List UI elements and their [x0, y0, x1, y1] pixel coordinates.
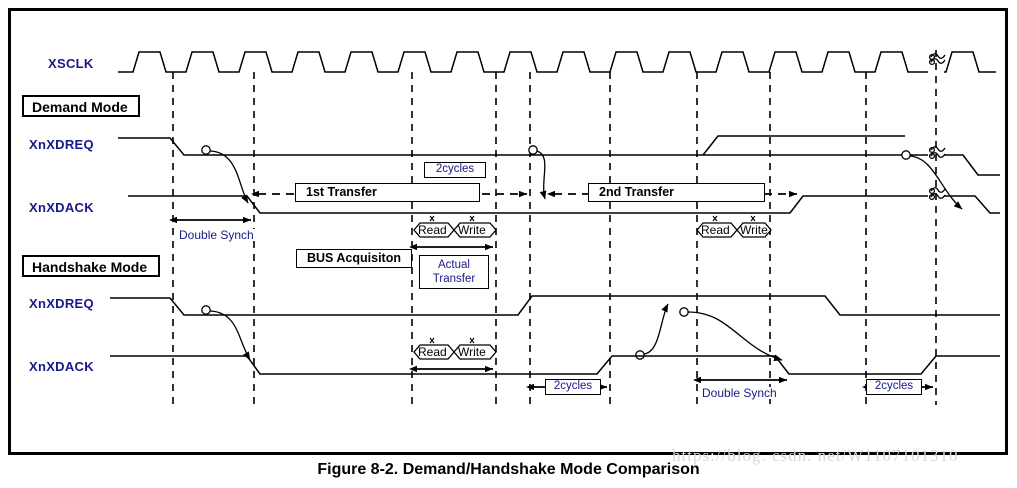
demand-xnxdack-waveform — [128, 195, 1000, 214]
handshake-causality-arrow-3 — [679, 307, 783, 362]
demand-xnxdreq-rise — [702, 135, 905, 156]
signal-label-handshake-xnxdack: XnXDACK — [29, 359, 94, 374]
handshake-bus-phase — [413, 344, 497, 360]
bus-word-write-handshake: Write — [458, 345, 486, 359]
annotation-second-transfer: 2nd Transfer — [588, 183, 765, 202]
demand-xnxdreq-break-symbol — [928, 146, 946, 160]
handshake-xnxdack-waveform — [110, 355, 1000, 375]
bus-word-write-demand-2: Write — [740, 223, 768, 237]
annotation-first-transfer: 1st Transfer — [295, 183, 480, 202]
demand-bus-phase-1 — [413, 222, 497, 238]
mode-box-demand: Demand Mode — [22, 95, 140, 117]
handshake-bus-phase-ticks — [429, 337, 475, 344]
demand-bus-phase-2 — [696, 222, 772, 238]
signal-label-demand-xnxdreq: XnXDREQ — [29, 137, 94, 152]
annotation-double-synch-handshake: Double Synch — [700, 386, 779, 400]
demand-xnxdreq-waveform — [118, 137, 1000, 176]
demand-bus-phase-1-ticks — [429, 215, 475, 222]
demand-bus-phase-2-ticks — [712, 215, 756, 222]
mode-box-handshake: Handshake Mode — [22, 255, 160, 277]
demand-causality-arrow-1 — [201, 145, 249, 204]
actual-transfer-line-2: Transfer — [432, 273, 476, 285]
handshake-xnxdreq-waveform — [110, 295, 1000, 316]
annotation-bus-acquisition: BUS Acquisiton — [296, 249, 412, 268]
handshake-causality-arrow-1 — [201, 305, 251, 361]
annotation-two-cycles-handshake-left: 2cycles — [545, 379, 601, 395]
demand-causality-arrow-2 — [528, 145, 547, 200]
handshake-causality-arrow-2 — [635, 303, 669, 360]
annotation-actual-transfer: Actual Transfer — [419, 255, 489, 289]
signal-label-xsclk: XSCLK — [48, 56, 94, 71]
signal-label-demand-xnxdack: XnXDACK — [29, 200, 94, 215]
figure-border — [8, 8, 1008, 455]
clock-break-symbol — [928, 53, 946, 66]
bus-word-read-demand-1: Read — [418, 223, 447, 237]
xsclk-waveform — [118, 51, 996, 73]
signal-label-handshake-xnxdreq: XnXDREQ — [29, 296, 94, 311]
demand-xnxdack-break-symbol — [928, 187, 946, 201]
figure-caption: Figure 8-2. Demand/Handshake Mode Compar… — [317, 461, 700, 478]
grid-dashed-lines — [172, 50, 937, 405]
annotation-two-cycles-demand: 2cycles — [424, 162, 486, 178]
annotation-two-cycles-handshake-right: 2cycles — [866, 379, 922, 395]
annotation-double-synch-demand: Double Synch — [177, 228, 256, 242]
actual-transfer-line-1: Actual — [438, 258, 470, 271]
bus-word-write-demand-1: Write — [458, 223, 486, 237]
demand-causality-arrow-3 — [901, 150, 963, 210]
bus-word-read-handshake: Read — [418, 345, 447, 359]
bus-word-read-demand-2: Read — [701, 223, 730, 237]
